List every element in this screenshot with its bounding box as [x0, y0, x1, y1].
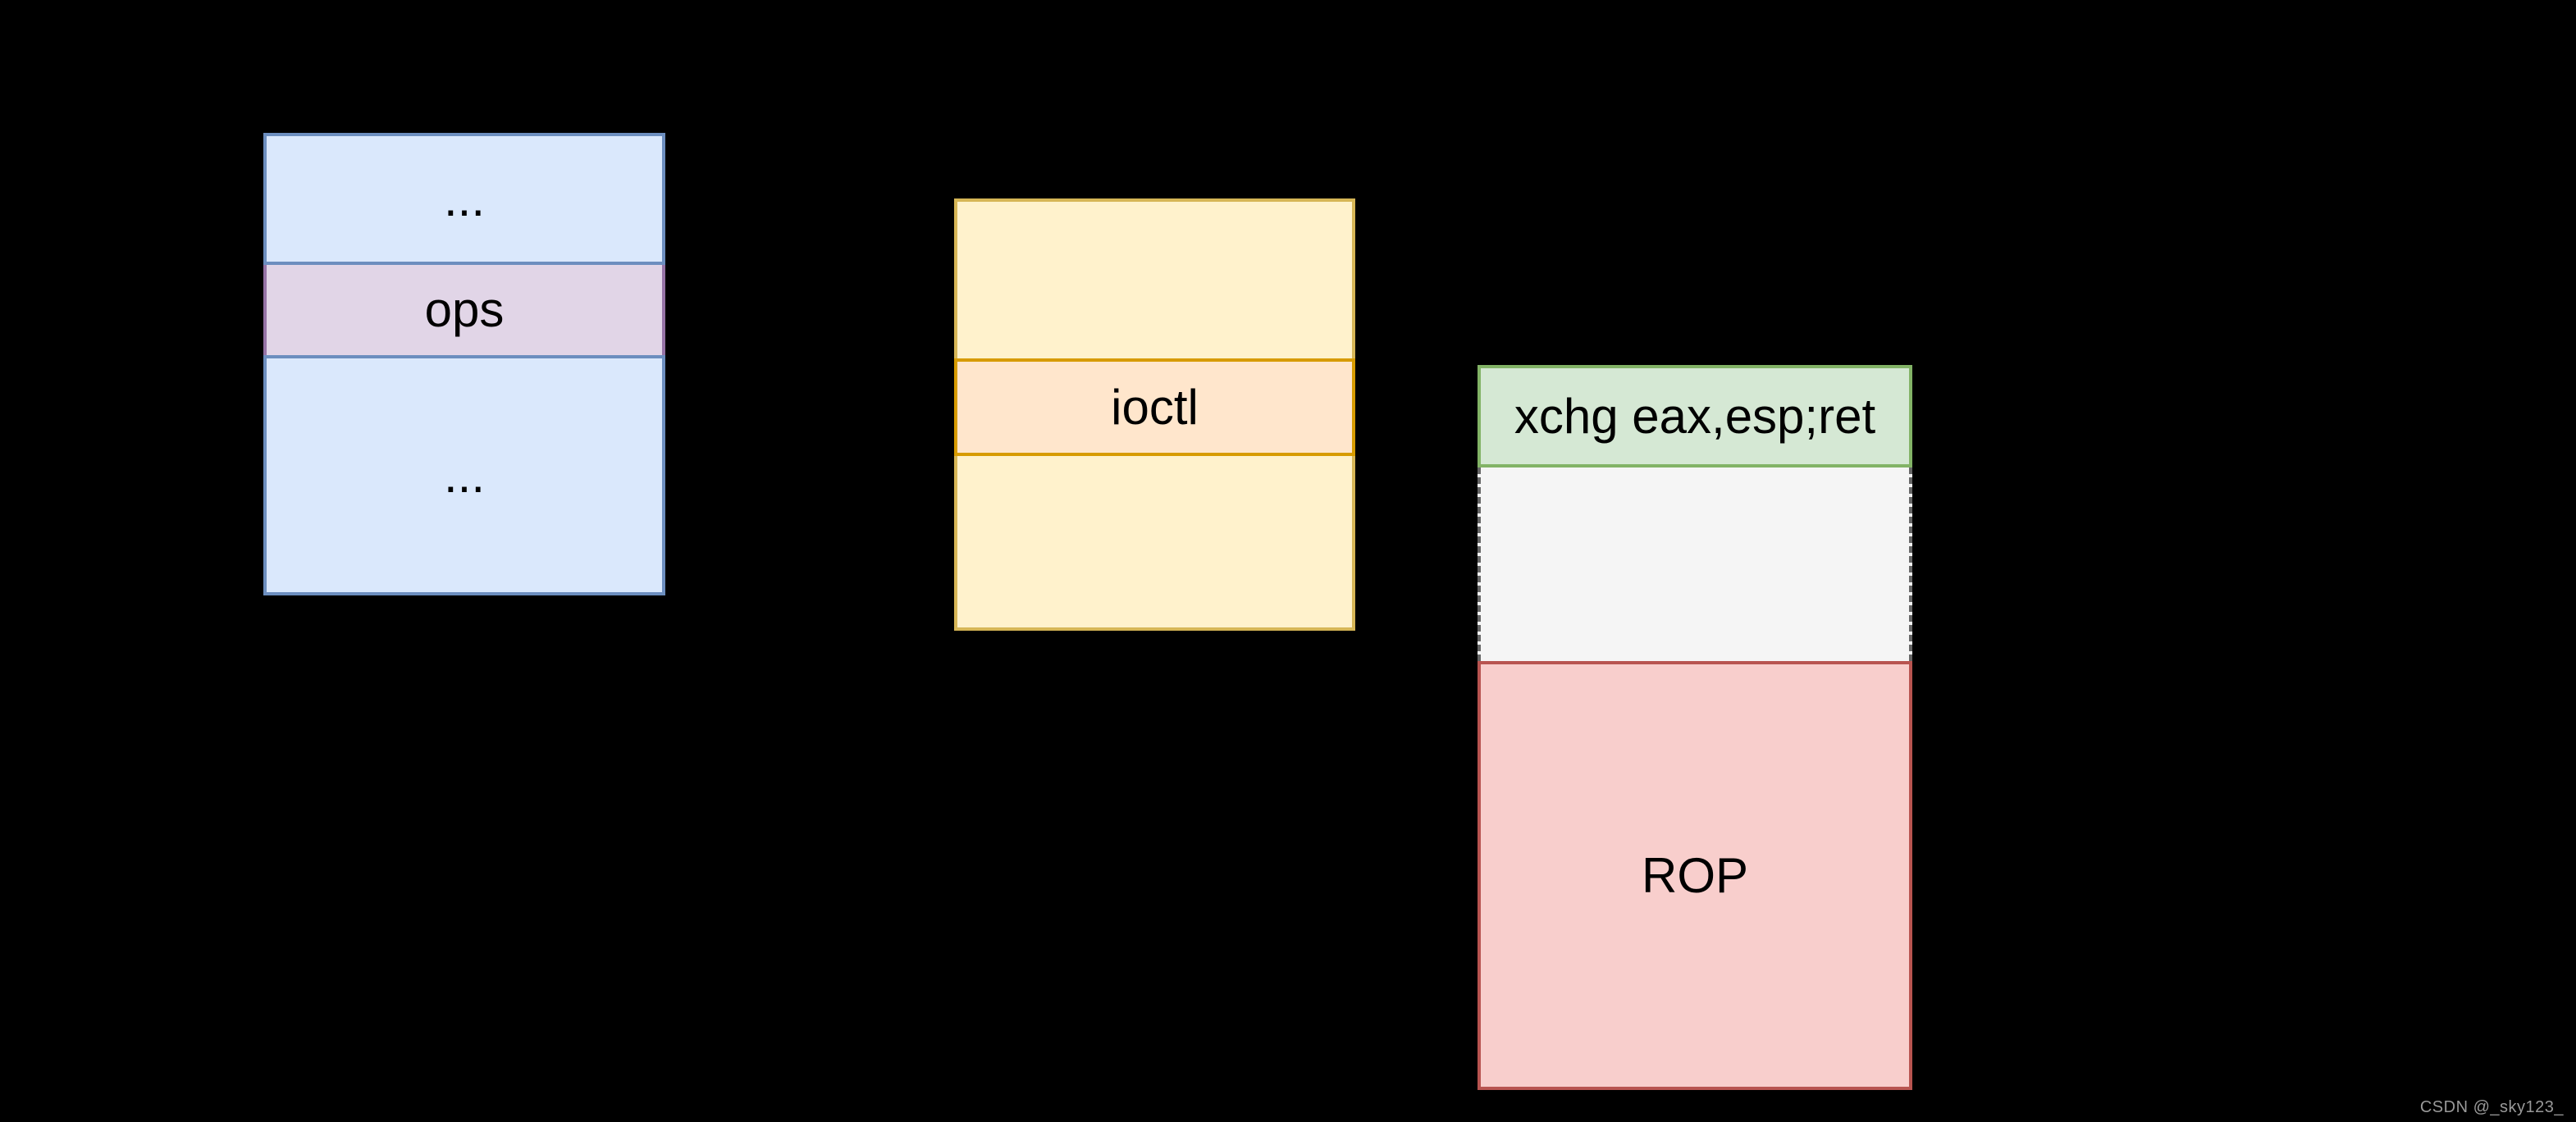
stack-row-xchg-gadget: xchg eax,esp;ret — [1478, 365, 1912, 468]
ops-table-box: ioctl — [954, 198, 1355, 631]
ops-table-row-ioctl: ioctl — [954, 358, 1355, 456]
ops-table-row-empty-top — [954, 198, 1355, 358]
stack-row-empty — [1478, 468, 1912, 661]
struct-row-ellipsis-bottom: ... — [263, 355, 665, 595]
struct-row-ops: ops — [263, 265, 665, 355]
stack-row-rop: ROP — [1478, 661, 1912, 1090]
csdn-watermark: CSDN @_sky123_ — [2419, 1098, 2564, 1116]
ops-table-row-empty-bottom — [954, 456, 1355, 631]
stack-box: xchg eax,esp;ret ROP — [1478, 365, 1912, 1090]
struct-row-ellipsis-top: ... — [263, 133, 665, 265]
struct-box: ... ops ... — [263, 133, 665, 595]
